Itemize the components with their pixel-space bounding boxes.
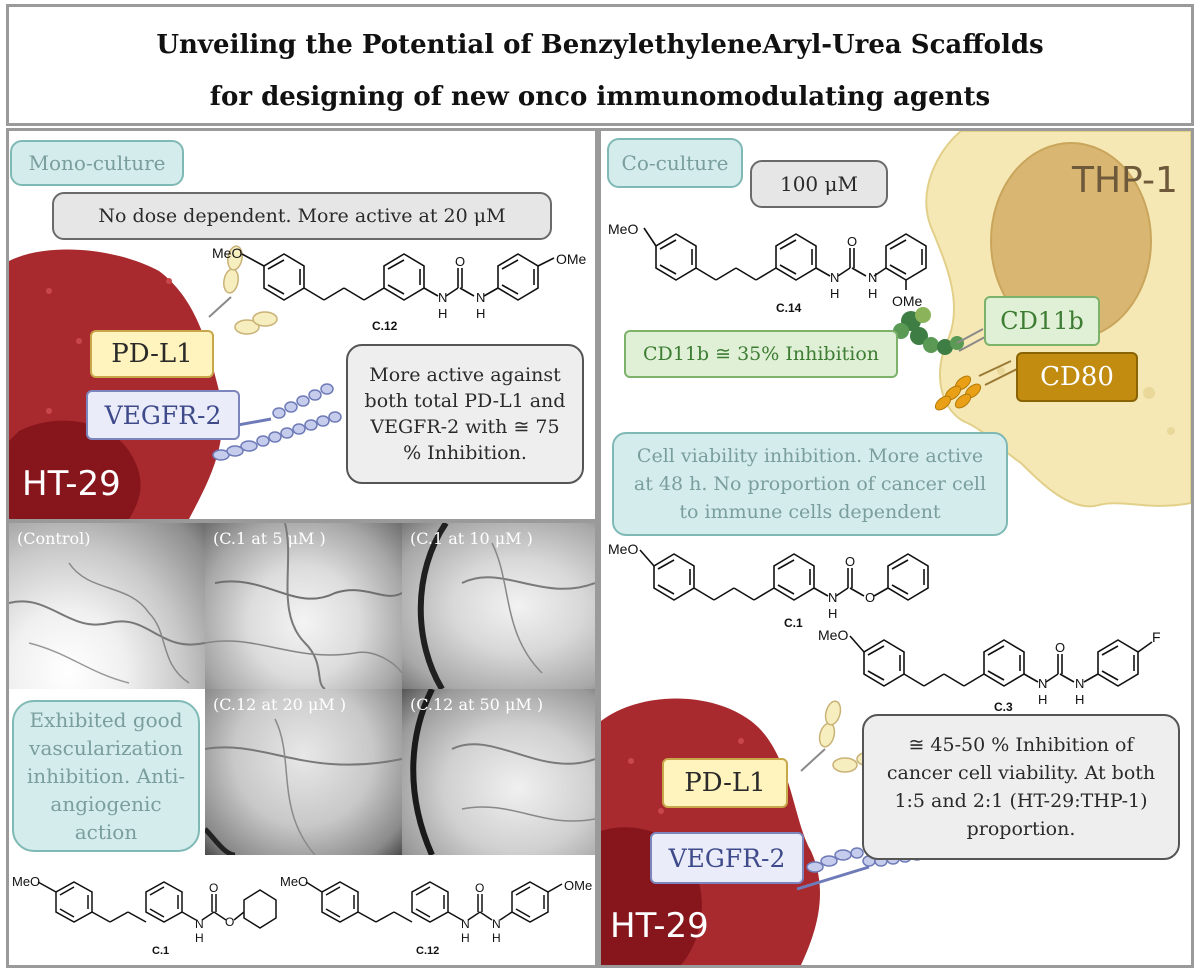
title-frame <box>6 4 1194 126</box>
compound-c12-structure-bottom: MeO OMe N H N H O C.12 <box>280 874 592 957</box>
mono-result-box: More active against both total PD-L1 and… <box>346 344 584 484</box>
c12-label: C.12 <box>372 319 398 333</box>
c3-label: C.3 <box>994 700 1013 714</box>
microscopy-panel <box>6 520 598 968</box>
bottom-c12-ome: OMe <box>564 878 592 893</box>
cd80-label: CD80 <box>1016 352 1138 402</box>
c3-h2: H <box>1075 692 1084 707</box>
c3-o: O <box>1055 640 1065 655</box>
c12-h2: H <box>476 306 485 321</box>
bottom-c12-o: O <box>475 881 484 895</box>
c14-ome-label: OMe <box>892 293 923 309</box>
co-culture-dose: 100 μM <box>750 160 888 208</box>
bottom-c1-o2: O <box>225 915 234 929</box>
co-c1-n: N <box>828 590 837 605</box>
mono-culture-note: No dose dependent. More active at 20 μM <box>52 192 552 240</box>
bottom-c1-h: H <box>195 931 204 945</box>
c12-meo-label: MeO <box>212 245 242 261</box>
mono-culture-tag: Mono-culture <box>10 140 184 186</box>
co-c1-o2: O <box>865 590 875 605</box>
co-vegfr2-label: VEGFR-2 <box>650 832 804 884</box>
c12-h1: H <box>438 306 447 321</box>
co-c1-h: H <box>828 606 837 621</box>
co-ht29-label: HT-29 <box>610 906 709 946</box>
mono-pdl1-label: PD-L1 <box>90 330 214 378</box>
mono-ht29-label: HT-29 <box>22 464 121 504</box>
micrograph-c1-5um-label: (C.1 at 5 μM ) <box>213 529 326 548</box>
title-line-1: Unveiling the Potential of Benzylethylen… <box>156 30 1044 60</box>
micrograph-c12-50um: (C.12 at 50 μM ) <box>402 689 595 855</box>
micrograph-c12-20um-label: (C.12 at 20 μM ) <box>213 695 347 714</box>
bottom-c1-n: N <box>195 917 204 931</box>
compound-c1-structure-co: MeO N H O O <box>608 541 929 621</box>
micrograph-control: (Control) <box>9 523 205 689</box>
c14-o: O <box>847 234 857 249</box>
c3-n1: N <box>1038 676 1047 691</box>
micrograph-c1-10um: (C.1 at 10 μM ) <box>402 523 595 689</box>
mono-vegfr2-label: VEGFR-2 <box>86 390 240 440</box>
compound-c3-structure: MeO F N H N H O <box>818 627 1161 707</box>
c3-n2: N <box>1075 676 1084 691</box>
bottom-c12-n1: N <box>461 917 470 931</box>
bottom-c12-n2: N <box>492 917 501 931</box>
micrograph-c12-50um-label: (C.12 at 50 μM ) <box>410 695 544 714</box>
compound-c12-structure: MeO OMe N H N H O C.12 <box>212 245 587 333</box>
c14-n2: N <box>868 270 877 285</box>
title-line-2: for designing of new onco immunomodulati… <box>209 82 991 112</box>
bottom-c12-h2: H <box>492 931 501 945</box>
c3-meo: MeO <box>818 627 848 643</box>
bottom-c12-h1: H <box>461 931 470 945</box>
co-c1-meo: MeO <box>608 541 638 557</box>
bottom-c1-meo: MeO <box>12 874 40 889</box>
bottom-c1-label: C.1 <box>152 945 169 957</box>
bottom-c1-o1: O <box>209 881 218 895</box>
c3-h1: H <box>1038 692 1047 707</box>
c12-n2: N <box>476 290 485 305</box>
angiogenesis-summary: Exhibited good vascularization inhibitio… <box>12 700 200 852</box>
co-c1-label: C.1 <box>784 616 803 630</box>
c3-f: F <box>1152 629 1161 645</box>
c14-meo-label: MeO <box>608 221 638 237</box>
compound-c14-structure: MeO OMe N H N H O C.14 <box>608 221 927 315</box>
micrograph-c1-5um: (C.1 at 5 μM ) <box>205 523 402 689</box>
co-pdl1-label: PD-L1 <box>662 758 788 808</box>
cell-viability-box: Cell viability inhibition. More active a… <box>612 432 1008 536</box>
c14-h1: H <box>830 286 839 301</box>
cd11b-label: CD11b <box>984 296 1100 346</box>
micrograph-control-label: (Control) <box>17 529 91 548</box>
c12-ome-label: OMe <box>556 251 587 267</box>
co-culture-tag: Co-culture <box>607 138 743 188</box>
bottom-c12-meo: MeO <box>280 874 308 889</box>
compound-c1-structure-bottom: MeO N H O O C.1 <box>12 874 277 957</box>
co-result-box: ≅ 45-50 % Inhibition of cancer cell viab… <box>862 714 1180 860</box>
co-culture-panel <box>598 128 1194 968</box>
micrograph-c12-20um: (C.12 at 20 μM ) <box>205 689 402 855</box>
c14-n1: N <box>830 270 839 285</box>
micrograph-c1-10um-label: (C.1 at 10 μM ) <box>410 529 533 548</box>
c12-o: O <box>455 254 465 269</box>
c14-h2: H <box>868 286 877 301</box>
co-c1-o1: O <box>845 554 855 569</box>
cd11b-inhibition-box: CD11b ≅ 35% Inhibition <box>624 330 898 378</box>
mono-culture-illustration <box>9 245 342 519</box>
c14-label: C.14 <box>776 301 802 315</box>
bottom-c12-label: C.12 <box>416 945 439 957</box>
c12-n1: N <box>438 290 447 305</box>
thp1-label: THP-1 <box>1072 160 1178 201</box>
